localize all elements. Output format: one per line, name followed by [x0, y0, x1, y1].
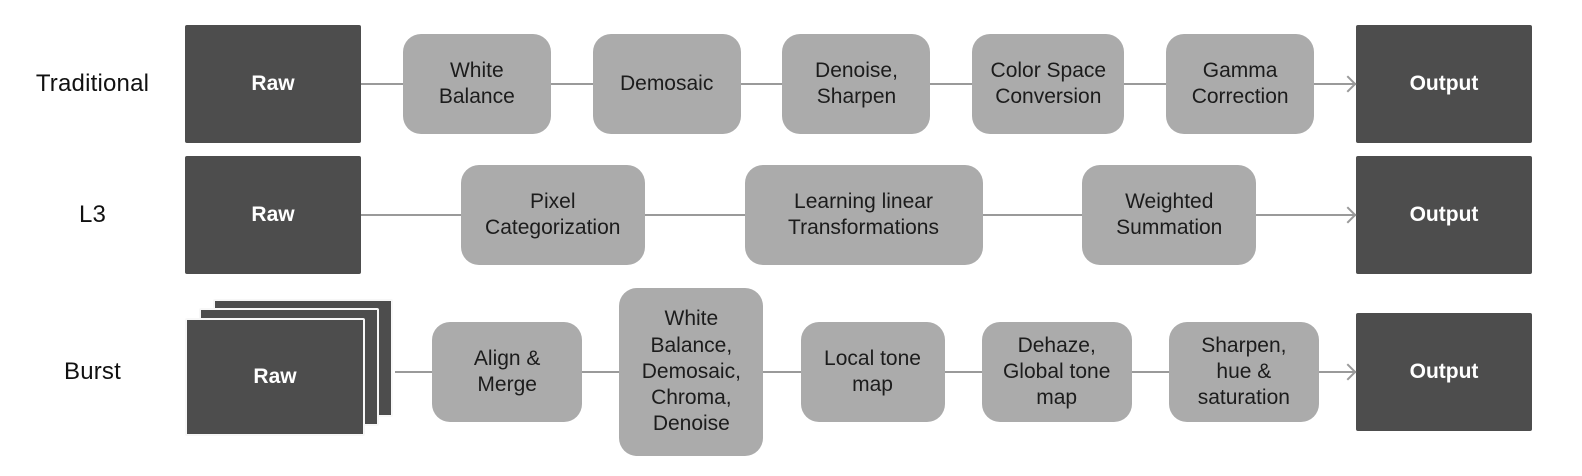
row-label-traditional: Traditional [35, 70, 150, 97]
step-box-white-balance: White Balance [402, 34, 551, 134]
row-label-burst: Burst [63, 358, 121, 385]
raw-box: Raw [185, 25, 361, 143]
connector-line [740, 83, 783, 85]
connector-line [582, 371, 620, 373]
connector-line [982, 214, 1083, 216]
pipeline-row-l3: L3 Raw Pixel Categorization Learning lin… [0, 148, 1582, 282]
pipeline-row-burst: Burst Raw Align & Merge White Balance, D… [0, 282, 1582, 462]
row-label-l3: L3 [78, 201, 107, 228]
connector-line [361, 83, 403, 85]
connector-line [1256, 214, 1356, 216]
pipeline-row-traditional: Traditional Raw White Balance Demosaic D… [0, 14, 1582, 154]
connector-line [1124, 83, 1167, 85]
arrow-head-icon [1339, 75, 1357, 93]
connector-line [763, 371, 801, 373]
step-box-denoise-sharpen: Denoise, Sharpen [782, 34, 931, 134]
step-box-dehaze-global-tone-map: Dehaze, Global tone map [981, 322, 1132, 422]
connector-line [644, 214, 745, 216]
connector-line [1131, 371, 1169, 373]
raw-box: Raw [185, 156, 361, 274]
step-box-pixel-categorization: Pixel Categorization [460, 165, 645, 265]
output-box: Output [1356, 313, 1533, 431]
connector-line [361, 214, 461, 216]
connector-line [930, 83, 973, 85]
step-box-sharpen-hue-saturation: Sharpen, hue & saturation [1168, 322, 1319, 422]
connector-line [1314, 83, 1356, 85]
connector-line [395, 371, 433, 373]
output-box: Output [1355, 25, 1532, 143]
step-box-align-merge: Align & Merge [432, 322, 583, 422]
connector-line [944, 371, 982, 373]
step-box-weighted-summation: Weighted Summation [1082, 165, 1257, 265]
arrow-head-icon [1339, 363, 1357, 381]
raw-burst-stack: Raw [185, 299, 395, 445]
connector-line [1318, 371, 1357, 373]
step-box-learning-linear-transformations: Learning linear Transformations [744, 165, 983, 265]
arrow-head-icon [1339, 206, 1357, 224]
connector-line [550, 83, 593, 85]
step-box-local-tone-map: Local tone map [800, 322, 945, 422]
step-box-demosaic: Demosaic [592, 34, 741, 134]
step-box-wb-demosaic-chroma-denoise: White Balance, Demosaic, Chroma, Denoise [619, 288, 764, 456]
raw-box: Raw [185, 318, 365, 436]
output-box: Output [1356, 156, 1532, 274]
step-box-color-space-conversion: Color Space Conversion [972, 34, 1125, 134]
step-box-gamma-correction: Gamma Correction [1166, 34, 1315, 134]
